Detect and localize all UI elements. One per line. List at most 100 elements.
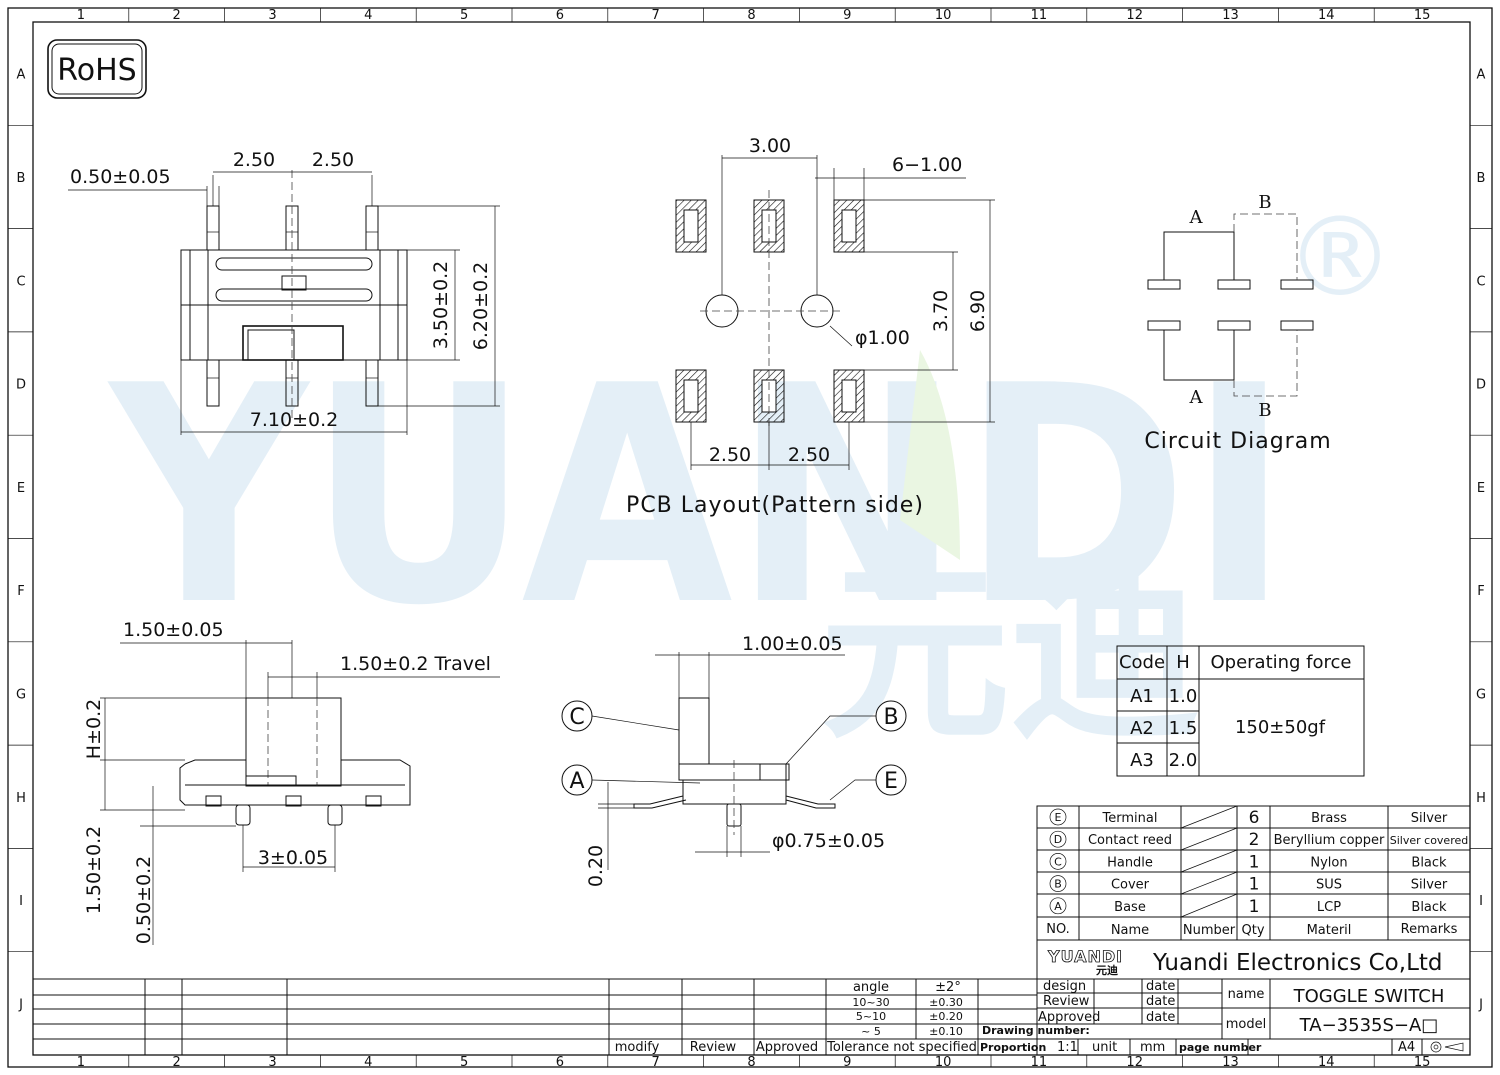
- grid-row-label: A: [1477, 68, 1486, 83]
- force-row-h: 2.0: [1169, 750, 1198, 771]
- svg-text:B: B: [883, 705, 898, 730]
- grid-row-label: G: [1476, 687, 1486, 702]
- grid-row-label: A: [17, 68, 26, 83]
- tb-name-label: name: [1228, 987, 1265, 1002]
- bom-no-circle: [1049, 875, 1067, 892]
- end-handle-w: 1.00±0.05: [742, 633, 843, 655]
- bom-no-circle: [1049, 808, 1067, 826]
- force-row-code: A3: [1130, 750, 1154, 771]
- bom-qty: 1: [1249, 897, 1260, 917]
- bom-header-qty: Qty: [1241, 923, 1264, 938]
- grid-col-label: 10: [935, 1055, 952, 1070]
- tol-range: 5~10: [856, 1010, 886, 1023]
- bom-remarks: Silver: [1411, 878, 1448, 893]
- tb-drawing-number: Drawing number:: [982, 1024, 1090, 1037]
- force-value: 150±50gf: [1235, 717, 1326, 738]
- logo-cn: 元迪: [1096, 963, 1118, 977]
- tb-model-value: TA−3535S−A□: [1299, 1015, 1439, 1036]
- tol-range-val: ±0.30: [929, 996, 963, 1009]
- bom-no-circle: [1049, 853, 1067, 870]
- tb-page-number: page number: [1179, 1041, 1262, 1054]
- bom-no: C: [1054, 855, 1062, 868]
- tb-scale: 1:1: [1057, 1040, 1078, 1055]
- tol-angle: angle: [853, 980, 889, 995]
- tol-range: ~ 5: [861, 1025, 881, 1038]
- bom-remarks: Silver: [1411, 811, 1448, 826]
- bom-name: Cover: [1111, 878, 1150, 893]
- grid-col-label: 13: [1222, 8, 1239, 23]
- end-view: 1.00±0.05 0.20 φ0.75±0.05 C A B E: [561, 633, 907, 887]
- bom-name: Contact reed: [1088, 833, 1172, 848]
- grid-row-label: J: [1478, 997, 1483, 1012]
- grid-col-label: 3: [268, 1055, 276, 1070]
- title-block: YUANDI 元迪 Yuandi Electronics Co,Ltd desi…: [32, 940, 1471, 1056]
- bom-header-name: Name: [1111, 923, 1149, 938]
- grid-col-label: 1: [77, 1055, 85, 1070]
- circuit-title: Circuit Diagram: [1144, 429, 1331, 454]
- border-grid: 1122334455667788991010111112121313141415…: [8, 8, 1492, 1070]
- grid-col-label: 2: [173, 8, 181, 23]
- tb-date: date: [1146, 994, 1175, 1009]
- company-name: Yuandi Electronics Co,Ltd: [1152, 950, 1443, 976]
- bom-material: Brass: [1311, 811, 1347, 826]
- force-header-h: H: [1176, 652, 1190, 673]
- end-thickness: 0.20: [585, 845, 607, 887]
- bom-qty: 1: [1249, 852, 1260, 872]
- grid-col-label: 11: [1031, 1055, 1048, 1070]
- grid-col-label: 6: [556, 8, 564, 23]
- tb-size: A4: [1398, 1040, 1415, 1055]
- tol-note: Tolerance not specified: [826, 1040, 977, 1055]
- grid-row-label: C: [1476, 274, 1485, 289]
- watermark-leaf: [900, 350, 960, 560]
- grid-col-label: 8: [747, 1055, 755, 1070]
- bom-no: D: [1054, 833, 1062, 846]
- bom-header-no: NO.: [1046, 922, 1070, 937]
- tol-range-val: ±0.20: [929, 1010, 963, 1023]
- bom-remarks: Black: [1411, 855, 1447, 870]
- grid-col-label: 12: [1126, 1055, 1143, 1070]
- bom-qty: 2: [1249, 830, 1260, 850]
- side-h: H±0.2: [83, 699, 105, 759]
- bom-header-number: Number: [1183, 923, 1236, 938]
- grid-col-label: 14: [1318, 1055, 1335, 1070]
- grid-row-label: B: [1477, 171, 1486, 186]
- force-header-force: Operating force: [1210, 652, 1351, 673]
- bom-row: D Contact reed 2 Beryllium copper Silver cov…: [1049, 830, 1468, 850]
- side-view: 1.50±0.05 1.50±0.2 Travel H±0.2 1.50±0.2…: [83, 619, 500, 945]
- tb-modify: modify: [615, 1040, 660, 1055]
- grid-col-label: 15: [1414, 1055, 1431, 1070]
- bom-remarks: Black: [1411, 900, 1447, 915]
- side-body: 1.50±0.2: [83, 826, 105, 914]
- side-post-spacing: 3±0.05: [258, 847, 328, 869]
- pcb-pads-label: 6−1.00: [892, 154, 962, 176]
- tb-model-label: model: [1226, 1017, 1266, 1032]
- pcb-spacing-top: 3.00: [749, 135, 791, 157]
- grid-row-label: F: [17, 584, 24, 599]
- force-row-h: 1.5: [1169, 718, 1198, 739]
- pcb-v2: 6.90: [967, 290, 989, 332]
- grid-col-label: 6: [556, 1055, 564, 1070]
- dim-body-height: 3.50±0.2: [430, 261, 452, 349]
- force-header-code: Code: [1119, 652, 1165, 673]
- bom-material: Beryllium copper: [1274, 833, 1385, 848]
- bom-no: B: [1054, 878, 1062, 891]
- bom-material: Nylon: [1310, 855, 1347, 870]
- bom-name: Terminal: [1102, 811, 1158, 826]
- bom-remarks: Silver covered: [1390, 834, 1468, 847]
- grid-col-label: 4: [364, 1055, 372, 1070]
- dim-pin-width: 0.50±0.05: [70, 166, 171, 188]
- dim-total-height: 6.20±0.2: [470, 262, 492, 350]
- grid-row-label: G: [16, 687, 26, 702]
- watermark-cn: 元迪: [820, 544, 1200, 765]
- circuit-b-top: B: [1258, 192, 1271, 213]
- logo-text: YUANDI: [1047, 947, 1123, 966]
- pcb-v1: 3.70: [930, 290, 952, 332]
- rohs-label: RoHS: [57, 53, 136, 88]
- circuit-a-bot: A: [1189, 387, 1204, 408]
- force-table: Code H Operating force A1 1.0 A2 1.5 A3 …: [1116, 645, 1365, 777]
- bom-qty: 6: [1249, 808, 1260, 828]
